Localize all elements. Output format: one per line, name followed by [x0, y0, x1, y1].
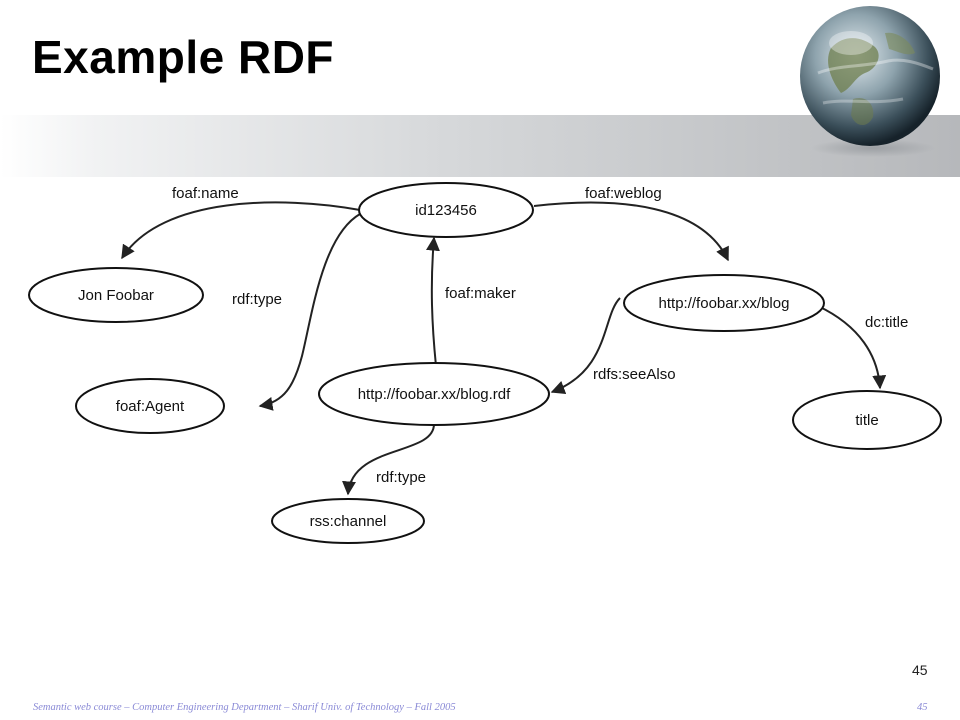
globe-icon: [800, 6, 940, 157]
page-number: 45: [912, 662, 928, 678]
edge-label-rdf-type-agent: rdf:type: [232, 291, 282, 308]
node-blog: http://foobar.xx/blog: [623, 274, 825, 332]
node-blog-rdf: http://foobar.xx/blog.rdf: [318, 362, 550, 426]
edge-rdf-type-agent: [258, 213, 361, 411]
node-foaf-agent: foaf:Agent: [75, 378, 225, 434]
node-rss-channel: rss:channel: [271, 498, 425, 544]
edge-label-rdf-type-channel: rdf:type: [376, 469, 426, 486]
edge-rdfs-seealso: [550, 297, 621, 395]
node-label-jon-foobar: Jon Foobar: [78, 287, 154, 304]
edge-label-foaf-name: foaf:name: [172, 185, 239, 202]
edge-label-dc-title: dc:title: [865, 314, 908, 331]
node-label-foaf-agent: foaf:Agent: [116, 398, 185, 415]
node-label-blog-rdf: http://foobar.xx/blog.rdf: [358, 386, 511, 403]
node-label-id123456: id123456: [415, 202, 477, 219]
edge-label-foaf-weblog: foaf:weblog: [585, 185, 662, 202]
header-band: [0, 115, 960, 177]
slide-title: Example RDF: [32, 31, 335, 83]
footer-text: Semantic web course – Computer Engineeri…: [33, 702, 456, 713]
edge-label-foaf-maker: foaf:maker: [445, 285, 516, 302]
node-id123456: id123456: [358, 182, 534, 238]
edge-foaf-maker: [425, 236, 440, 367]
edge-label-rdfs-seealso: rdfs:seeAlso: [593, 366, 676, 383]
node-title: title: [792, 390, 942, 450]
edge-foaf-weblog: [533, 201, 729, 262]
rdf-graph: foaf:name foaf:weblog rdf:type foaf:make…: [28, 182, 942, 544]
node-label-rss-channel: rss:channel: [310, 513, 387, 530]
edge-dc-title: [817, 305, 887, 390]
edge-foaf-name: [121, 201, 361, 260]
footer-page-number: 45: [917, 702, 928, 713]
node-label-blog: http://foobar.xx/blog: [659, 295, 790, 312]
node-label-title: title: [855, 412, 878, 429]
edge-rdf-type-channel: [342, 423, 435, 496]
node-jon-foobar: Jon Foobar: [28, 267, 204, 323]
